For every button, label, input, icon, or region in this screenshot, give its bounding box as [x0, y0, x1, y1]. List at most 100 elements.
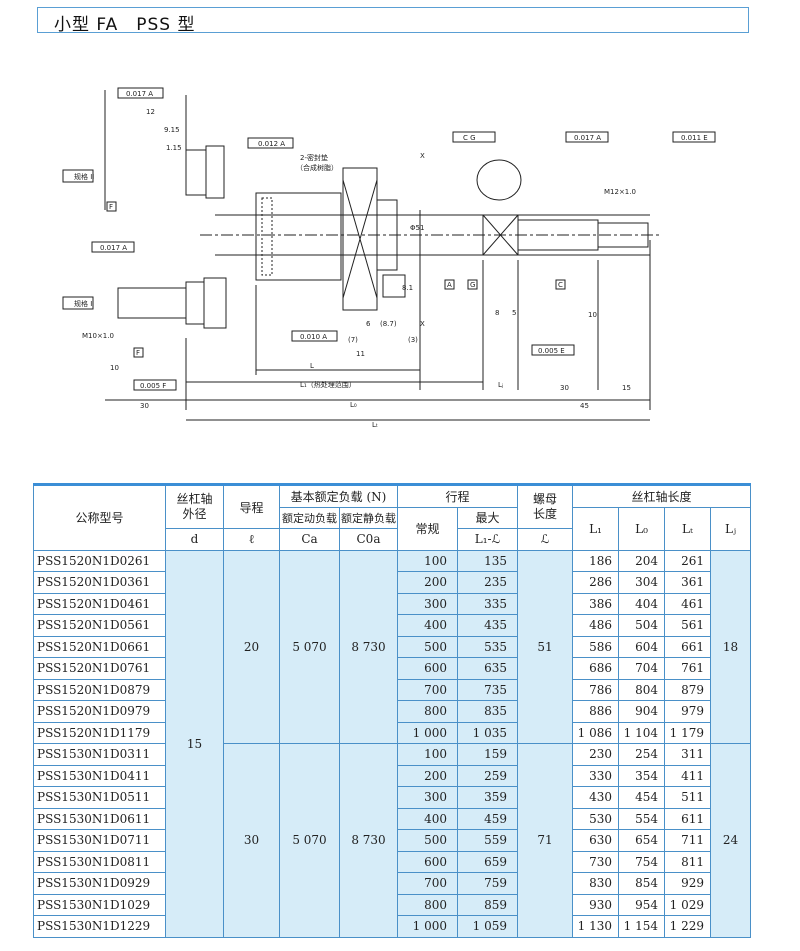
model-cell: PSS1520N1D0561: [33, 614, 166, 637]
lo-cell: 404: [618, 592, 666, 615]
l1-cell: 1 130: [572, 915, 620, 938]
col-shaft-length: 丝杠轴长度: [572, 483, 752, 508]
l1-cell: 386: [572, 592, 620, 615]
l1-cell: 930: [572, 893, 620, 916]
dim-Lt: Lₜ: [372, 421, 378, 429]
page-title: 小型 FA PSS 型: [54, 15, 196, 35]
dim-5: 5: [512, 309, 516, 317]
col-stroke: 行程: [396, 483, 519, 508]
tol-f-text: 0.005 F: [140, 382, 166, 390]
l1-cell: 186: [572, 549, 620, 572]
col-c0a-sym: C0a: [339, 528, 398, 551]
dim-11: 11: [356, 350, 365, 358]
l1-cell: 430: [572, 786, 620, 809]
dim-3: (3): [408, 336, 418, 344]
model-cell: PSS1520N1D0361: [33, 571, 166, 594]
l1-cell: 630: [572, 829, 620, 852]
l1-cell: 686: [572, 657, 620, 680]
model-cell: PSS1520N1D0979: [33, 700, 166, 723]
lt-cell: 661: [664, 635, 712, 658]
stroke-max-cell: 259: [456, 764, 519, 787]
stroke-normal-cell: 500: [397, 829, 458, 852]
l1-cell: 1 086: [572, 721, 620, 744]
spec-ii-shaft-end: [185, 149, 207, 196]
col-nut-sym: ℒ: [517, 528, 574, 551]
dim-10-right: 10: [588, 311, 597, 319]
stroke-max-cell: 535: [456, 635, 519, 658]
lt-cell: 811: [664, 850, 712, 873]
l1-cell: 786: [572, 678, 620, 701]
tol-right-text: 0.017 A: [574, 134, 601, 142]
stroke-max-cell: 759: [456, 872, 519, 895]
dim-Lo: L₀: [350, 401, 357, 409]
lo-cell: 954: [618, 893, 666, 916]
datum-G: G: [470, 281, 475, 289]
stroke-normal-cell: 300: [397, 786, 458, 809]
spec-i-label: 规格 I: [74, 299, 92, 308]
datum-F-top: F: [109, 203, 113, 211]
tol-frame-far-right: [672, 131, 716, 143]
model-cell: PSS1530N1D0411: [33, 764, 166, 787]
stroke-normal-cell: 100: [397, 549, 458, 572]
tol-e-text: 0.005 E: [538, 347, 565, 355]
stroke-max-cell: 135: [456, 549, 519, 572]
model-cell: PSS1520N1D0761: [33, 657, 166, 680]
m10-label: M10×1.0: [82, 332, 114, 340]
lt-cell: 929: [664, 872, 712, 895]
lo-cell: 604: [618, 635, 666, 658]
spec-i-collar: [185, 281, 205, 325]
col-stat: 额定静负载: [339, 506, 398, 529]
stroke-normal-cell: 100: [397, 743, 458, 766]
dim-12: 12: [146, 108, 155, 116]
lo-cell: 854: [618, 872, 666, 895]
l1-cell: 830: [572, 872, 620, 895]
tol-cg-text: C G: [463, 134, 476, 142]
stroke-normal-cell: 400: [397, 614, 458, 637]
lt-cell: 311: [664, 743, 712, 766]
l1-cell: 486: [572, 614, 620, 637]
lo-cell: 1 154: [618, 915, 666, 938]
lt-cell: 561: [664, 614, 712, 637]
dim-8-7: (8.7): [380, 320, 397, 328]
lo-cell: 754: [618, 850, 666, 873]
section-mark-top: X: [420, 152, 425, 160]
l1-cell: 330: [572, 764, 620, 787]
nut-length-cell: 71: [517, 743, 574, 938]
dim-30-left: 30: [140, 402, 149, 410]
col-d-sym: d: [165, 528, 224, 551]
col-lead: 导程: [223, 483, 280, 529]
tol-frame-mid-left: [91, 241, 135, 253]
dyn-load-cell: 5 070: [279, 549, 340, 744]
tol-frame-e: [531, 344, 575, 356]
tol-frame-f: [133, 379, 177, 391]
stroke-max-cell: 559: [456, 829, 519, 852]
dim-9-15: 9.15: [164, 126, 180, 134]
lj-cell: 18: [710, 549, 752, 744]
stroke-normal-cell: 1 000: [397, 721, 458, 744]
dim-phi51: Φ51: [410, 224, 424, 232]
lo-cell: 254: [618, 743, 666, 766]
lj-cell: 24: [710, 743, 752, 938]
col-lead-sym: ℓ: [223, 528, 280, 551]
nut-length-cell: 51: [517, 549, 574, 744]
section-mark-bottom: X: [420, 320, 425, 328]
lt-cell: 261: [664, 549, 712, 572]
dim-1-15: 1.15: [166, 144, 182, 152]
spec-i-label-box: [62, 296, 94, 310]
title-box: 小型 FA PSS 型: [37, 7, 749, 35]
dim-Lj: Lⱼ: [498, 381, 503, 389]
col-shaft-od: 丝杠轴 外径: [165, 483, 224, 529]
l1-cell: 730: [572, 850, 620, 873]
stroke-max-cell: 735: [456, 678, 519, 701]
lt-cell: 979: [664, 700, 712, 723]
stroke-max-cell: 1 035: [456, 721, 519, 744]
col-lo: L₀: [618, 506, 666, 551]
seal-note: （合成树脂）: [296, 163, 338, 172]
stroke-max-cell: 835: [456, 700, 519, 723]
shaft-od-cell: 15: [165, 549, 224, 938]
right-thread: [597, 222, 649, 248]
stroke-max-cell: 159: [456, 743, 519, 766]
